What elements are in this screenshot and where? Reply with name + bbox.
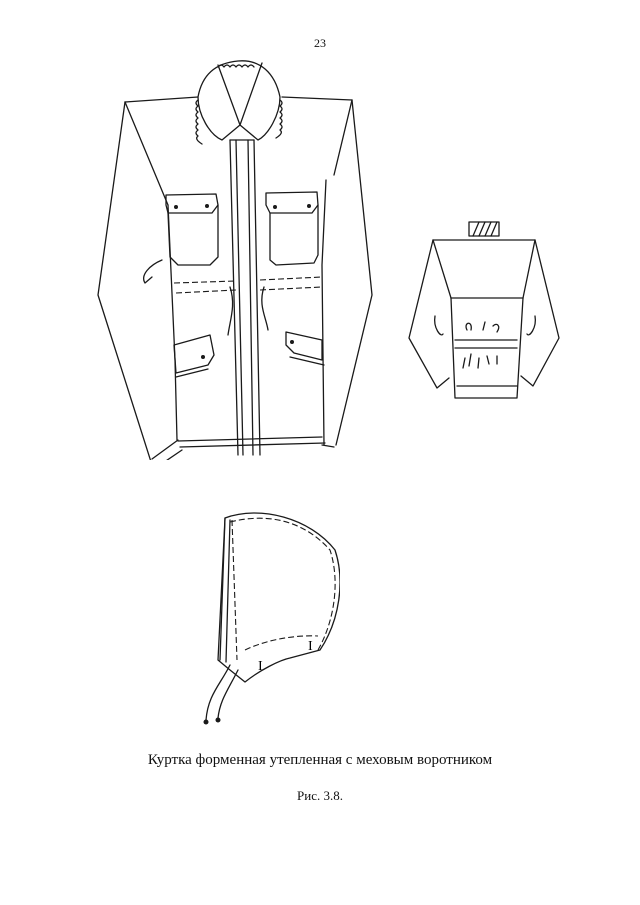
hood-marker-1: I bbox=[258, 659, 263, 674]
page-number: 23 bbox=[314, 36, 326, 50]
jacket-front-drawing bbox=[90, 55, 380, 460]
figure-caption: Куртка форменная утепленная с меховым во… bbox=[147, 752, 493, 768]
jacket-back-drawing bbox=[405, 218, 565, 413]
hood-marker-2: I bbox=[308, 639, 313, 654]
hood-drawing: I I bbox=[190, 500, 340, 730]
figure-number: Рис. 3.8. bbox=[297, 788, 343, 803]
